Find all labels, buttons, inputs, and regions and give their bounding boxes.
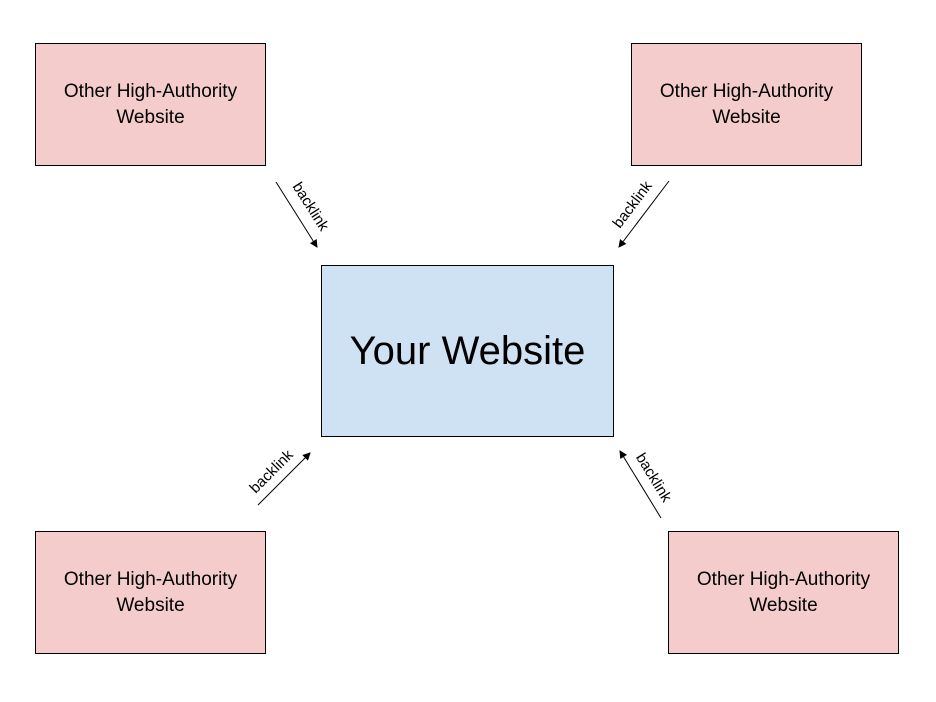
source-website-top-right: Other High-Authority Website bbox=[631, 43, 862, 166]
backlink-arrow-bottom-left bbox=[257, 452, 311, 506]
node-label: Other High-Authority Website bbox=[63, 568, 238, 616]
node-label: Other High-Authority Website bbox=[659, 80, 834, 128]
edge-label-top-right: backlink bbox=[609, 178, 656, 232]
your-website-node: Your Website bbox=[321, 265, 614, 437]
edge-label-top-left: backlink bbox=[289, 179, 333, 234]
source-website-bottom-left: Other High-Authority Website bbox=[35, 531, 266, 654]
backlink-arrow-top-right bbox=[618, 180, 670, 248]
center-node-label: Your Website bbox=[349, 328, 586, 373]
node-label: Other High-Authority Website bbox=[696, 568, 871, 616]
source-website-bottom-right: Other High-Authority Website bbox=[668, 531, 899, 654]
source-website-top-left: Other High-Authority Website bbox=[35, 43, 266, 166]
edge-label-bottom-right: backlink bbox=[632, 450, 675, 506]
backlink-arrow-bottom-right bbox=[619, 450, 662, 519]
node-label: Other High-Authority Website bbox=[63, 80, 238, 128]
backlink-arrow-top-left bbox=[275, 181, 318, 248]
edge-label-bottom-left: backlink bbox=[246, 446, 297, 497]
